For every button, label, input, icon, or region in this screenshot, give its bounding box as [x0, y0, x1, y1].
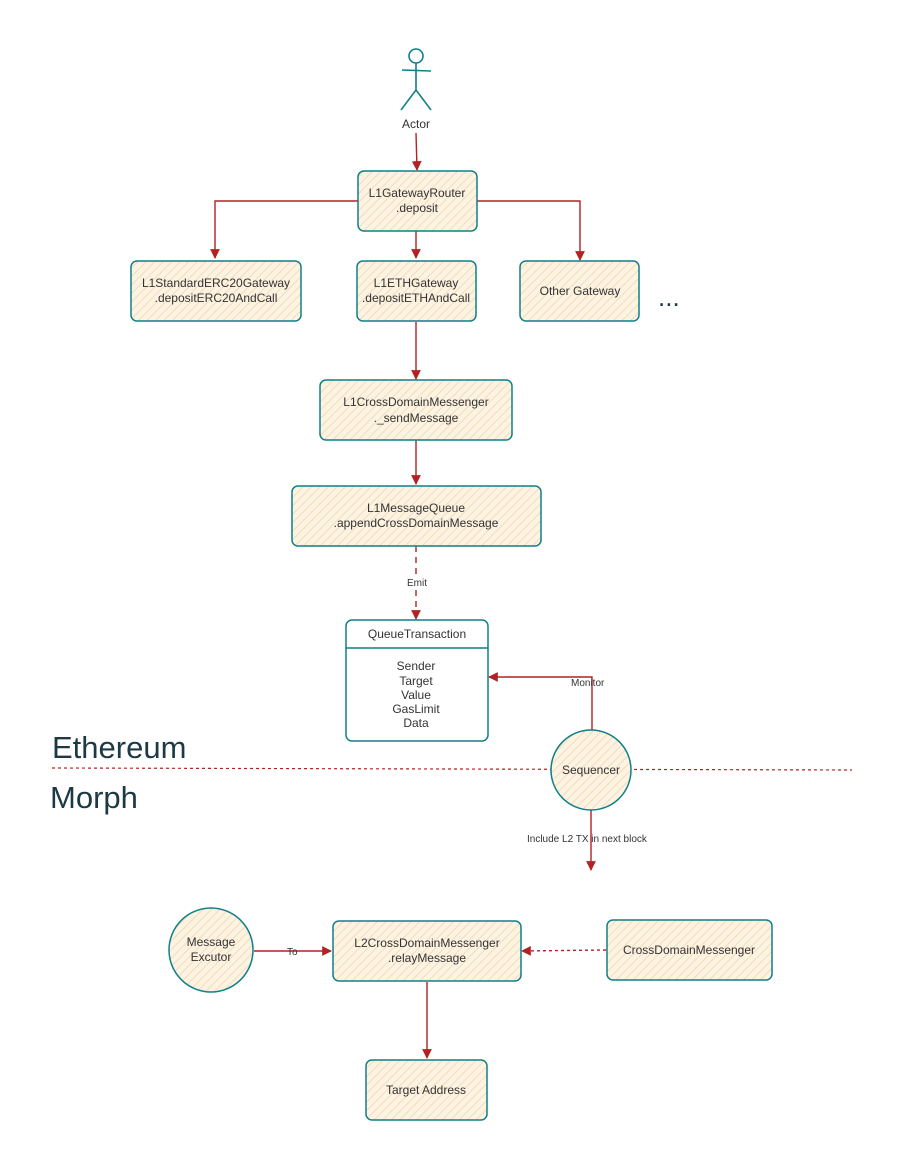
- monitor-edge-label: Monitor: [571, 678, 605, 689]
- queue-field-sender: Sender: [397, 659, 436, 673]
- cross-domain-messenger-node: CrossDomainMessenger: [606, 919, 773, 981]
- edge-actor-router: [411, 132, 422, 171]
- to-edge-label: To: [287, 947, 298, 958]
- l1-standard-erc20-gateway-node: L1StandardERC20Gateway .depositERC20AndC…: [130, 260, 302, 322]
- queue-field-target: Target: [399, 674, 433, 688]
- queue-field-data: Data: [403, 716, 429, 730]
- emit-edge-label: Emit: [407, 578, 427, 589]
- message-executor-node: Message Excutor: [168, 907, 254, 993]
- l2-messenger-line1: L2CrossDomainMessenger: [354, 936, 499, 950]
- queue-field-gaslimit: GasLimit: [392, 702, 440, 716]
- other-gateway-node: Other Gateway: [519, 260, 640, 322]
- cross-domain-messenger-label: CrossDomainMessenger: [623, 943, 755, 957]
- other-gateway-label: Other Gateway: [540, 284, 621, 298]
- l1-messenger-line2: ._sendMessage: [374, 411, 459, 425]
- executor-line2: Excutor: [191, 950, 232, 964]
- actor-icon: [400, 48, 432, 111]
- edge-router-erc20: [210, 200, 358, 259]
- more-gateways-ellipsis: ...: [658, 282, 680, 312]
- queue-line1: L1MessageQueue: [367, 501, 465, 515]
- l1-gateway-router-node: L1GatewayRouter .deposit: [357, 170, 478, 232]
- sequencer-node: Sequencer: [550, 729, 632, 811]
- morph-region-label: Morph: [50, 780, 138, 815]
- edge-router-other: [477, 200, 585, 261]
- actor-label: Actor: [402, 117, 430, 131]
- l2-messenger-line2: .relayMessage: [388, 951, 466, 965]
- router-line1: L1GatewayRouter: [369, 186, 466, 200]
- target-address-label: Target Address: [386, 1083, 466, 1097]
- region-divider: [51, 767, 853, 771]
- edge-sequencer-monitor: [488, 672, 593, 730]
- eth-gateway-line1: L1ETHGateway: [374, 276, 459, 290]
- l1-eth-gateway-node: L1ETHGateway .depositETHAndCall: [356, 260, 477, 322]
- eth-gateway-line2: .depositETHAndCall: [362, 291, 470, 305]
- l1-message-queue-node: L1MessageQueue .appendCrossDomainMessage: [291, 485, 542, 547]
- l2-cross-domain-messenger-node: L2CrossDomainMessenger .relayMessage: [332, 920, 522, 982]
- queue-transaction-title: QueueTransaction: [368, 627, 466, 641]
- target-address-node: Target Address: [365, 1059, 488, 1121]
- erc20-gateway-line1: L1StandardERC20Gateway: [142, 276, 290, 290]
- queue-field-value: Value: [401, 688, 431, 702]
- l1-cross-domain-messenger-node: L1CrossDomainMessenger ._sendMessage: [319, 379, 513, 441]
- router-line2: .deposit: [396, 201, 439, 215]
- sequencer-label: Sequencer: [562, 763, 620, 777]
- l1-messenger-line1: L1CrossDomainMessenger: [343, 395, 488, 409]
- queue-transaction-node: QueueTransaction Sender Target Value Gas…: [345, 619, 489, 742]
- include-edge-label: Include L2 TX in next block: [527, 834, 648, 845]
- queue-line2: .appendCrossDomainMessage: [334, 516, 499, 530]
- executor-line1: Message: [187, 935, 236, 949]
- ethereum-region-label: Ethereum: [52, 730, 186, 765]
- edge-crossdomain-l2: [521, 945, 607, 956]
- erc20-gateway-line2: .depositERC20AndCall: [155, 291, 278, 305]
